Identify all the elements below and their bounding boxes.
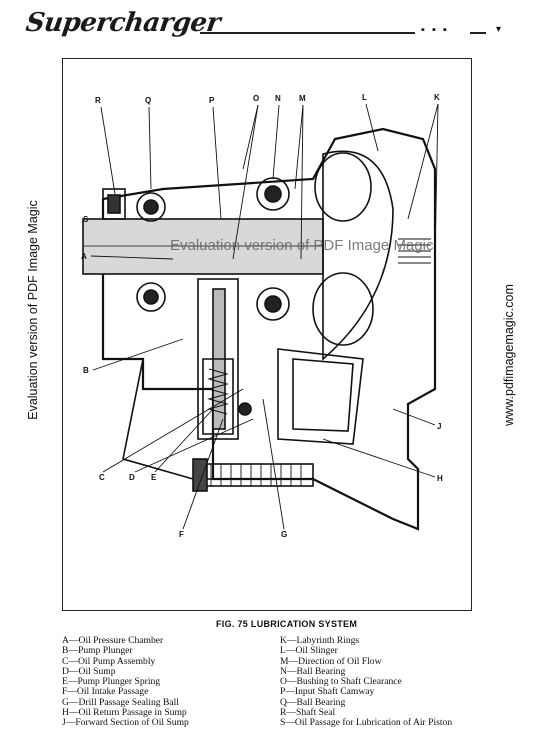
header-rule: [200, 32, 415, 34]
legend-item: J—Forward Section of Oil Sump: [62, 717, 189, 729]
callout-R: R: [95, 96, 101, 105]
watermark-center: Evaluation version of PDF Image Magic: [170, 237, 434, 254]
legend-item: F—Oil Intake Passage: [62, 686, 149, 698]
legend-right: K—Labyrinth Rings L—Oil Slinger M—Direct…: [280, 635, 453, 729]
header-page-marks: ▪ ▪ ▪: [421, 24, 449, 36]
callout-G: G: [281, 530, 287, 539]
callout-O: O: [253, 94, 259, 103]
legend-item: A—Oil Pressure Chamber: [62, 635, 164, 646]
legend-item: L—Oil Slinger: [280, 645, 338, 657]
legend-item: R—Shaft Seal: [280, 707, 336, 719]
legend-item: C—Oil Pump Assembly: [62, 655, 156, 667]
legend-left: A—Oil Pressure Chamber B—Pump Plunger C—…: [62, 635, 189, 729]
page-header: Supercharger ▪ ▪ ▪ ▾: [0, 0, 536, 44]
legend-item: S—Oil Passage for Lubrication of Air Pis…: [280, 717, 453, 729]
legend-item: D—Oil Sump: [62, 665, 116, 677]
header-title: Supercharger: [23, 8, 222, 38]
callout-P: P: [209, 96, 215, 105]
header-corner-mark: ▾: [496, 24, 502, 35]
callout-F: F: [179, 530, 184, 539]
legend-item: B—Pump Plunger: [62, 645, 133, 657]
legend-item: Q—Ball Bearing: [280, 696, 346, 708]
legend-item: G—Drill Passage Sealing Ball: [62, 696, 179, 708]
callout-C: C: [99, 473, 105, 482]
callout-E: E: [151, 473, 157, 482]
legend-item: N—Ball Bearing: [280, 665, 346, 677]
callout-B: B: [83, 366, 89, 375]
watermark-right-text: www.pdfimagemagic.com: [502, 284, 516, 426]
legend-item: H—Oil Return Passage in Sump: [62, 707, 187, 719]
legend-item: E—Pump Plunger Spring: [62, 676, 161, 688]
callout-N: N: [275, 94, 281, 103]
legend-item: P—Input Shaft Camway: [280, 686, 375, 698]
watermark-left-text: Evaluation version of PDF Image Magic: [26, 200, 40, 420]
legend-item: K—Labyrinth Rings: [280, 635, 360, 646]
callout-Q: Q: [145, 96, 151, 105]
header-rule-short: [470, 32, 486, 34]
callout-M: M: [299, 94, 306, 103]
callout-J: J: [437, 422, 441, 431]
legend-item: M—Direction of Oil Flow: [280, 655, 382, 667]
callout-H: H: [437, 474, 443, 483]
lubrication-diagram: R Q P O N M L K S A B C D E F G H J: [81, 93, 443, 539]
callout-K: K: [434, 93, 440, 102]
callout-D: D: [129, 473, 135, 482]
callout-S: S: [83, 215, 89, 224]
figure-caption: FIG. 75 LUBRICATION SYSTEM: [216, 619, 358, 629]
callout-L: L: [362, 93, 367, 102]
figure-frame: [62, 58, 472, 611]
callout-A: A: [81, 252, 87, 261]
legend-item: O—Bushing to Shaft Clearance: [280, 676, 402, 688]
